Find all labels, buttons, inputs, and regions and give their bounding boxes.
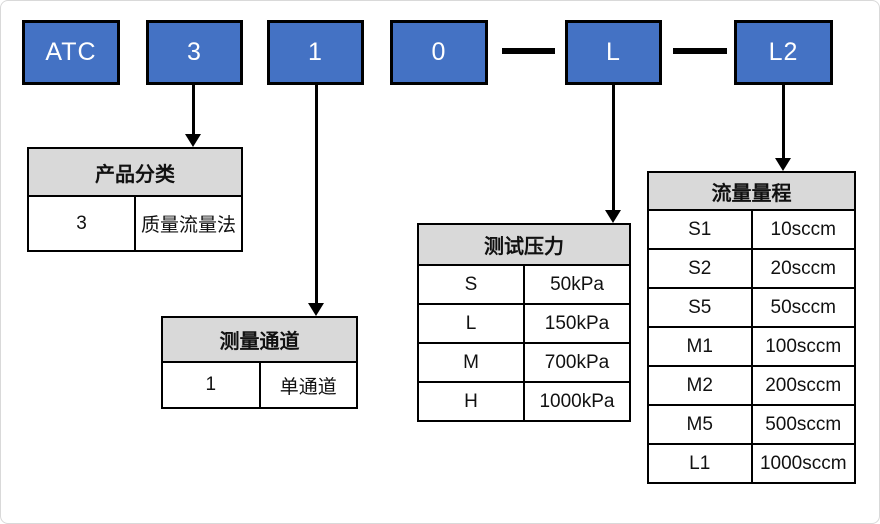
value-cell: 10sccm: [750, 209, 856, 250]
value-cell: 20sccm: [750, 248, 856, 289]
table-row: 3 质量流量法: [27, 195, 243, 252]
arrow-head-icon: [308, 303, 324, 316]
arrow-head-icon: [605, 210, 621, 223]
test-pressure-table: 测试压力 S 50kPa L 150kPa M 700kPa H 1000kPa: [417, 223, 631, 422]
code-box-3: 3: [146, 20, 243, 85]
code-box-l2: L2: [734, 20, 833, 85]
code-cell: 3: [27, 195, 136, 252]
code-cell: S: [417, 264, 525, 305]
arrow-stem: [192, 85, 195, 136]
table-row: S5 50sccm: [647, 287, 856, 328]
value-cell: 500sccm: [750, 404, 856, 445]
arrow-stem: [315, 85, 318, 305]
code-cell: M: [417, 342, 525, 383]
table-header: 测量通道: [161, 316, 358, 363]
value-cell: 50kPa: [523, 264, 631, 305]
arrow-to-product-category-table: [185, 85, 202, 147]
value-cell: 50sccm: [750, 287, 856, 328]
code-cell: L1: [647, 443, 753, 484]
table-row: L1 1000sccm: [647, 443, 856, 484]
code-cell: S2: [647, 248, 753, 289]
arrow-stem: [612, 85, 615, 212]
dash-separator-2: [673, 48, 727, 54]
table-row: M 700kPa: [417, 342, 631, 383]
arrow-to-test-pressure-table: [605, 85, 622, 223]
dash-separator-1: [502, 48, 555, 54]
code-box-atc: ATC: [22, 20, 120, 85]
value-cell: 200sccm: [750, 365, 856, 406]
arrow-head-icon: [775, 158, 791, 171]
value-cell: 1000sccm: [750, 443, 856, 484]
code-box-l: L: [565, 20, 662, 85]
table-row: S1 10sccm: [647, 209, 856, 250]
table-row: L 150kPa: [417, 303, 631, 344]
code-cell: S5: [647, 287, 753, 328]
product-category-table: 产品分类 3 质量流量法: [27, 147, 243, 252]
table-row: 1 单通道: [161, 361, 358, 409]
code-box-0: 0: [390, 20, 488, 85]
table-header: 流量量程: [647, 171, 856, 211]
code-cell: M2: [647, 365, 753, 406]
value-cell: 700kPa: [523, 342, 631, 383]
table-row: M5 500sccm: [647, 404, 856, 445]
value-cell: 质量流量法: [134, 195, 243, 252]
value-cell: 100sccm: [750, 326, 856, 367]
measure-channel-table: 测量通道 1 单通道: [161, 316, 358, 409]
value-cell: 单通道: [258, 361, 358, 409]
value-cell: 1000kPa: [523, 381, 631, 422]
table-header: 测试压力: [417, 223, 631, 266]
code-cell: M5: [647, 404, 753, 445]
arrow-head-icon: [185, 134, 201, 147]
table-row: M2 200sccm: [647, 365, 856, 406]
table-row: H 1000kPa: [417, 381, 631, 422]
flow-range-table: 流量量程 S1 10sccm S2 20sccm S5 50sccm M1 10…: [647, 171, 856, 484]
code-box-1: 1: [267, 20, 364, 85]
arrow-stem: [782, 85, 785, 160]
table-row: S 50kPa: [417, 264, 631, 305]
code-cell: H: [417, 381, 525, 422]
arrow-to-flow-range-table: [775, 85, 792, 171]
code-cell: 1: [161, 361, 261, 409]
table-row: M1 100sccm: [647, 326, 856, 367]
code-cell: L: [417, 303, 525, 344]
code-cell: S1: [647, 209, 753, 250]
table-row: S2 20sccm: [647, 248, 856, 289]
arrow-to-measure-channel-table: [308, 85, 325, 316]
value-cell: 150kPa: [523, 303, 631, 344]
code-cell: M1: [647, 326, 753, 367]
table-header: 产品分类: [27, 147, 243, 197]
